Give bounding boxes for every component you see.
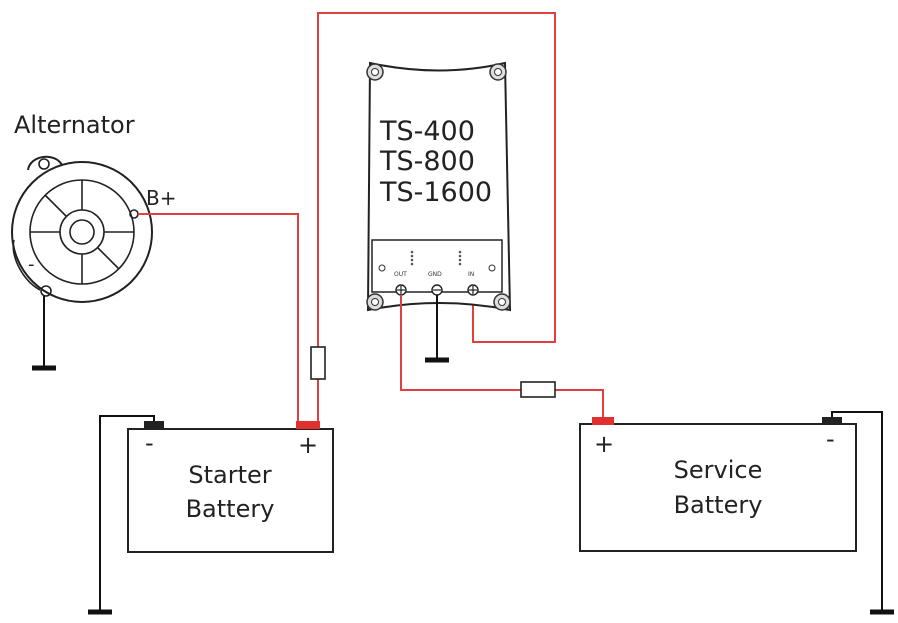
service-label-line2: Battery — [674, 491, 763, 519]
connector-panel — [371, 239, 503, 293]
alternator-to-starter-wire — [138, 213, 299, 428]
starter-label-line1: Starter — [188, 461, 271, 489]
port-label-in: IN — [468, 271, 474, 278]
service-negative-sign: - — [826, 425, 835, 453]
service-positive-terminal — [592, 417, 614, 425]
starter-battery: - + Starter Battery — [127, 421, 334, 553]
model-label-1: TS-400 — [379, 116, 475, 147]
service-ground-wire — [831, 411, 883, 610]
starter-label-line2: Battery — [186, 495, 275, 523]
alternator-label: Alternator — [14, 111, 135, 139]
fuse-starter — [310, 346, 326, 380]
terminal-gnd — [431, 284, 443, 296]
terminal-in — [467, 284, 479, 296]
positive-wires — [138, 12, 556, 428]
service-label-line1: Service — [674, 456, 763, 484]
battery-charger-device: TS-400 TS-800 TS-1600 OUT GND IN — [366, 61, 512, 312]
starter-ground-wire — [99, 415, 155, 610]
terminal-out — [395, 284, 407, 296]
port-label-gnd: GND — [428, 271, 442, 278]
alternator-negative-sign: - — [28, 254, 35, 275]
device-out-to-service-wire — [400, 295, 604, 424]
fuse-service — [520, 381, 556, 398]
model-label-2: TS-800 — [379, 146, 475, 177]
port-label-out: OUT — [394, 271, 407, 278]
service-negative-terminal — [822, 417, 842, 425]
model-label-3: TS-1600 — [379, 177, 492, 208]
starter-positive-sign: + — [298, 431, 318, 459]
starter-to-device-in-wire — [317, 12, 556, 428]
alternator-terminal-label: B+ — [146, 186, 176, 210]
starter-positive-terminal — [296, 421, 320, 429]
service-positive-sign: + — [594, 430, 614, 458]
starter-negative-sign: - — [145, 429, 154, 457]
service-battery: + - Service Battery — [579, 417, 857, 552]
alternator: Alternator B+ - — [11, 111, 176, 371]
starter-negative-terminal — [144, 421, 164, 429]
